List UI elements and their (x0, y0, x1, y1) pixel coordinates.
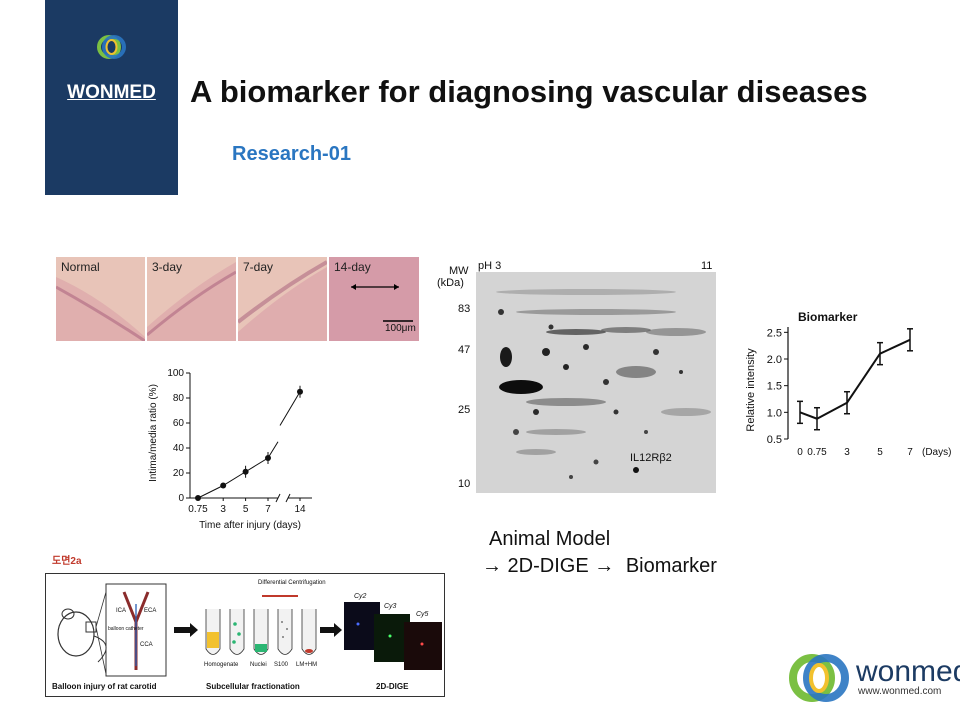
cy-label: Cy5 (416, 611, 429, 618)
tube-label: Homogenate (204, 662, 239, 668)
arrow-icon (320, 623, 342, 637)
wonmed-url: www.wonmed.com (858, 686, 942, 697)
y-tick-label: 0 (178, 493, 184, 504)
workflow-step-label: 2D-DIGE (376, 682, 409, 691)
arrow-icon (174, 623, 198, 637)
cy5-gel-image (404, 622, 442, 670)
histology-label: 7-day (243, 260, 274, 274)
data-point (195, 495, 201, 501)
wonmed-logo-icon (789, 654, 849, 702)
gel-ph-end: 11 (701, 260, 713, 272)
tissue-image (56, 277, 145, 341)
tube-icons (205, 609, 317, 655)
cy-label: Cy3 (384, 603, 397, 610)
gel-mw-label: MW (449, 265, 469, 277)
biomarker-intensity-chart: Biomarker Relative intensity (Days) 0.5 1… (745, 310, 951, 458)
wonmed-wordmark: wonmed (856, 655, 960, 688)
workflow-step-label: Balloon injury of rat carotid (52, 682, 157, 691)
workflow-figure: ICA ECA CCA balloon catheter Differentia… (45, 573, 445, 697)
y-tick-label: 2.5 (767, 327, 782, 339)
workflow-diagram: ICA ECA CCA balloon catheter Differentia… (52, 580, 442, 691)
y-tick-label: 100 (167, 368, 184, 379)
y-tick-label: 2.0 (767, 354, 782, 366)
y-tick-label: 60 (173, 418, 185, 429)
gel-spots (476, 272, 716, 493)
x-axis-label: Time after injury (days) (199, 520, 301, 531)
histology-label: Normal (61, 260, 100, 274)
tissue-image (329, 257, 419, 341)
caption-animal-model: Animal Model (489, 528, 611, 550)
y-tick-label: 80 (173, 393, 185, 404)
gel-mw-tick: 83 (458, 303, 471, 315)
y-tick-label: 1.0 (767, 407, 782, 419)
x-tick-label: 3 (844, 447, 850, 458)
gel-mw-tick: 47 (458, 344, 471, 356)
gel-mw-tick: 25 (458, 404, 471, 416)
artery-label: CCA (140, 642, 153, 648)
chart-title: Biomarker (798, 310, 858, 324)
tube-label: Nuclei (250, 662, 267, 668)
y-tick-label: 1.5 (767, 381, 782, 393)
intima-media-chart: Intima/media ratio (%) Time after injury… (148, 368, 312, 531)
gel-figure: MW (kDa) pH 3 11 83 47 25 10 (437, 258, 720, 498)
x-tick-label: 3 (220, 504, 226, 515)
data-point (220, 482, 227, 489)
x-tick-label: 5 (243, 504, 249, 515)
histology-label: 14-day (334, 260, 371, 274)
series-line (799, 338, 911, 420)
y-tick-label: 0.5 (767, 434, 782, 446)
y-axis-label: Intima/media ratio (%) (148, 384, 159, 482)
x-tick-label: 0.75 (188, 504, 208, 515)
gel-ph-start: pH 3 (478, 260, 502, 272)
x-axis-unit: (Days) (922, 447, 951, 458)
x-tick-label: 7 (265, 504, 271, 515)
x-tick-label: 5 (877, 447, 883, 458)
centrifuge-label: Differential Centrifugation (258, 580, 326, 586)
artery-label: balloon catheter (108, 626, 144, 632)
data-point (265, 455, 271, 461)
gel-kda-label: (kDa) (437, 277, 464, 289)
histology-panel-3day: 3-day (147, 257, 236, 341)
y-axis-label: Relative intensity (745, 348, 757, 432)
histology-panel-7day: 7-day (238, 257, 327, 341)
artery-label: ECA (144, 608, 156, 614)
caption-flow: → 2D-DIGE → Biomarker (482, 555, 717, 578)
brand-name: WONMED (67, 82, 156, 103)
tube-label: LM+HM (296, 662, 317, 668)
series-line (197, 391, 301, 499)
axis-break-mark (275, 493, 281, 503)
x-tick-label: 0 (797, 447, 803, 458)
slide-subtitle: Research-01 (232, 143, 351, 165)
slide-title: A biomarker for diagnosing vascular dise… (190, 74, 868, 109)
histology-label: 3-day (152, 260, 183, 274)
data-point (242, 468, 249, 475)
histology-panel-normal: Normal (56, 257, 145, 341)
artery-label: ICA (116, 608, 126, 614)
tube-label: S100 (274, 662, 289, 668)
patent-figure-tag: 도면2a (52, 556, 82, 567)
x-tick-label: 7 (907, 447, 913, 458)
gel-spot-label: IL12Rβ2 (630, 452, 672, 464)
axis-break-mark (285, 493, 291, 503)
histology-panel-14day: 14-day 100μm (329, 257, 419, 341)
caption-dige: → 2D-DIGE → (482, 555, 615, 577)
data-point (297, 388, 303, 395)
tissue-image (238, 260, 327, 341)
gel-mw-tick: 10 (458, 478, 471, 490)
cy-label: Cy2 (354, 593, 367, 600)
brand-logo-icon (97, 35, 126, 59)
caption-biomarker: Biomarker (625, 555, 717, 577)
scale-bar-label: 100μm (385, 323, 416, 334)
workflow-step-label: Subcellular fractionation (206, 682, 300, 691)
x-tick-label: 0.75 (807, 447, 827, 458)
y-tick-label: 20 (173, 468, 185, 479)
x-tick-label: 14 (294, 504, 306, 515)
gel-image: IL12Rβ2 (476, 272, 716, 493)
brand-panel: WONMED (45, 0, 178, 195)
y-tick-label: 40 (173, 443, 185, 454)
tissue-image (147, 262, 236, 341)
